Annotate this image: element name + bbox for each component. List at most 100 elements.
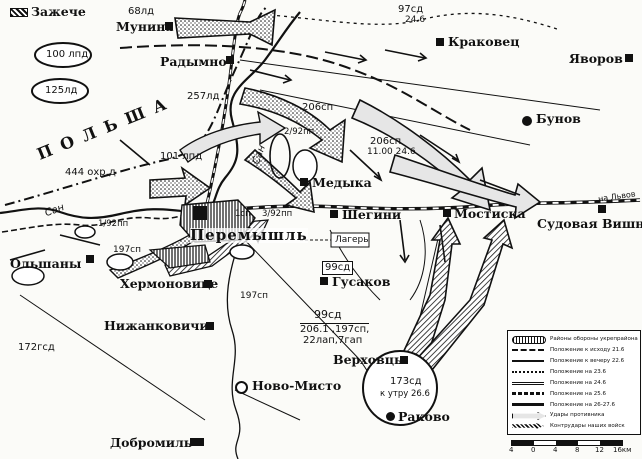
town-khermonovitse-marker — [204, 280, 212, 288]
town-verkhovtsy-marker — [400, 356, 408, 364]
unit-173sd: 173сд — [390, 376, 422, 387]
unit-444: 444 охр.д — [65, 167, 116, 178]
town-zazheche: Зажече — [31, 4, 86, 19]
legend-symbol-counterstrikes — [512, 423, 544, 429]
unit-173sd-time: к утру 26.6 — [380, 389, 430, 399]
unit-oval-2-92pp — [269, 133, 291, 179]
town-radymno-marker — [226, 56, 234, 64]
unit-1sp: 1сп — [235, 209, 251, 219]
town-olshany: Ольшаны — [10, 256, 82, 271]
town-zazheche-marker — [10, 8, 28, 17]
legend-label-22-6: Положение к вечеру 22.6 — [550, 358, 625, 364]
river-south — [226, 244, 241, 459]
unit-197sp-a: 197сп — [113, 245, 142, 255]
legend-label-25-6: Положение на 25.6 — [550, 391, 606, 397]
town-medyka-marker — [300, 178, 308, 186]
town-munina-marker — [165, 22, 173, 30]
small-arrows-northeast — [9, 49, 521, 264]
unit-99sd: 99сд — [314, 308, 342, 321]
river-east-2 — [409, 219, 426, 301]
unit-2-92pp: 2/92пп — [284, 127, 315, 137]
road-5 — [234, 389, 301, 421]
front-line-north — [119, 44, 471, 131]
unit-circle-173sd — [362, 350, 438, 426]
scale-bar-graphic — [511, 440, 623, 446]
san-river — [0, 11, 301, 219]
town-dobromil: Добромиль — [110, 435, 193, 450]
unit-125ld: 125лд — [45, 85, 78, 96]
town-verkhovtsy: Верховцы — [333, 352, 407, 367]
unit-68ld: 68лд — [128, 6, 155, 17]
town-munina: Мунина — [116, 19, 174, 34]
legend-label-23-6: Положение на 23.6 — [550, 369, 606, 375]
town-sudova-vishnya-marker — [598, 205, 606, 213]
legend-row-counterstrikes: Контрудары наших войск — [512, 422, 636, 430]
unit-197sp-b: 197сп — [240, 291, 269, 301]
legend-label-enemy-strikes: Удары противника — [550, 412, 605, 418]
scale-bar: 4 0 4 8 12 16км — [507, 437, 639, 455]
scale-tick-2: 4 — [553, 446, 558, 454]
scale-tick-1: 0 — [531, 446, 536, 454]
counterstrike-arrow-verkhovtsy — [403, 218, 514, 387]
scale-tick-0: 4 — [509, 446, 514, 454]
town-nizhankovichi: Нижанковичи — [104, 318, 209, 333]
strike-arrow-north — [174, 8, 276, 47]
town-gusakov: Гусаков — [332, 274, 391, 289]
legend-symbol-25-6 — [512, 392, 544, 395]
legend-symbol-23-6 — [512, 371, 544, 373]
legend-row-24-6: Положение на 24.6 — [512, 379, 636, 387]
legend-symbol-21-6 — [512, 349, 544, 351]
unit-206sp-b: 206сп — [370, 136, 402, 147]
unit-101ld: 101 лпд — [160, 151, 203, 162]
strike-arrow-east — [388, 153, 542, 220]
town-nizhankovichi-marker — [206, 322, 214, 330]
unit-3-92pp: 3/92пп — [262, 209, 293, 219]
legend-symbol-enemy-strikes — [512, 412, 546, 420]
map-legend: Районы обороны укрепрайона Положение к и… — [507, 330, 641, 435]
legend-label-21-6: Положение к исходу 21.6 — [550, 347, 625, 353]
unit-oval-125ld — [31, 78, 89, 104]
town-mostiska: Мостиска — [454, 206, 526, 221]
unit-1-92pp: 1/92пп — [98, 219, 129, 229]
unit-206sp-b-time: 11.00 24.6 — [367, 147, 416, 157]
scale-tick-5: 16км — [613, 446, 632, 454]
unit-99sd-box: 99сд — [322, 261, 354, 275]
legend-row-26-27-6: Положение на 26-27.6 — [512, 401, 636, 409]
unit-206sp-a: 206сп — [302, 102, 334, 113]
fortification-hermon — [148, 244, 211, 269]
legend-row-25-6: Положение на 25.6 — [512, 390, 636, 398]
town-yavorov-marker — [625, 54, 633, 62]
unit-99sd-line2: 22лап,7гап — [303, 335, 363, 346]
town-przemysl-marker — [193, 206, 207, 220]
strike-arrow-west — [149, 165, 212, 207]
unit-257ld: 257лд — [187, 91, 220, 102]
town-krakovets-marker — [436, 38, 444, 46]
scale-tick-3: 8 — [575, 446, 580, 454]
unit-97sd-date: 24.6 — [405, 15, 426, 25]
strike-arrow-medyka — [243, 148, 315, 214]
legend-symbol-26-27-6 — [512, 403, 544, 406]
town-novo-misto-marker — [235, 381, 248, 394]
legend-row-defense: Районы обороны укрепрайона — [512, 335, 638, 344]
unit-97sd: 97сд — [398, 4, 424, 15]
legend-row-22-6: Положение к вечеру 22.6 — [512, 357, 636, 365]
camp-label: Лагерь — [335, 235, 369, 245]
town-bunov: Бунов — [536, 111, 581, 126]
town-khermonovitse: Хермоновице — [120, 276, 219, 291]
defense-regions — [11, 149, 318, 286]
town-przemysl: Перемышль — [190, 226, 308, 244]
town-sudova-vishnya: Судовая Вишня — [537, 216, 642, 231]
strike-arrow-radymno — [238, 87, 346, 164]
road-3 — [19, 294, 206, 421]
town-dobromil-marker — [190, 438, 204, 446]
legend-symbol-22-6 — [512, 360, 544, 362]
legend-row-23-6: Положение на 23.6 — [512, 368, 636, 376]
unit-100ld: 100 лпд — [46, 49, 89, 60]
town-novo-misto: Ново-Мисто — [252, 378, 342, 393]
front-line-west — [1, 209, 201, 233]
scale-tick-4: 12 — [595, 446, 604, 454]
legend-label-24-6: Положение на 24.6 — [550, 380, 606, 386]
road-2 — [259, 89, 531, 146]
town-rakovo-marker — [386, 412, 395, 421]
